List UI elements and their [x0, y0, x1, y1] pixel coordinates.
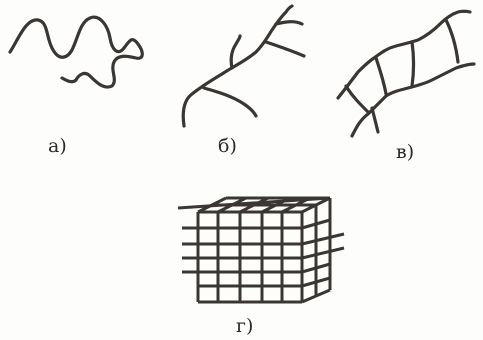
panel-g-spatial-network	[177, 196, 345, 304]
caption-b: б)	[218, 135, 237, 157]
crosslink-4	[444, 18, 460, 64]
branch-right-upper	[274, 20, 304, 26]
caption-v: в)	[396, 141, 414, 163]
branch-right	[264, 40, 306, 58]
panel-a-linear-chain	[8, 15, 144, 89]
lattice-top-face	[177, 196, 331, 214]
branch-lower	[202, 86, 258, 118]
panel-v-crosslinked	[336, 9, 476, 138]
crosslink-tail	[370, 106, 380, 134]
crosslink-3	[410, 40, 416, 88]
panel-b-branched-chain	[181, 4, 306, 128]
crosslink-2	[374, 56, 388, 96]
caption-g: г)	[236, 315, 253, 337]
caption-a: а)	[48, 135, 67, 157]
linear-chain-curve	[8, 15, 144, 89]
lattice-right-face	[301, 198, 345, 304]
lattice-front-horizontals	[182, 210, 302, 304]
branch-left-up	[229, 34, 242, 70]
crosslink-1	[344, 84, 370, 114]
crosslinked-chain-left	[336, 9, 472, 100]
crosslinked-chain-right	[350, 62, 476, 138]
branched-main-chain	[181, 4, 294, 128]
